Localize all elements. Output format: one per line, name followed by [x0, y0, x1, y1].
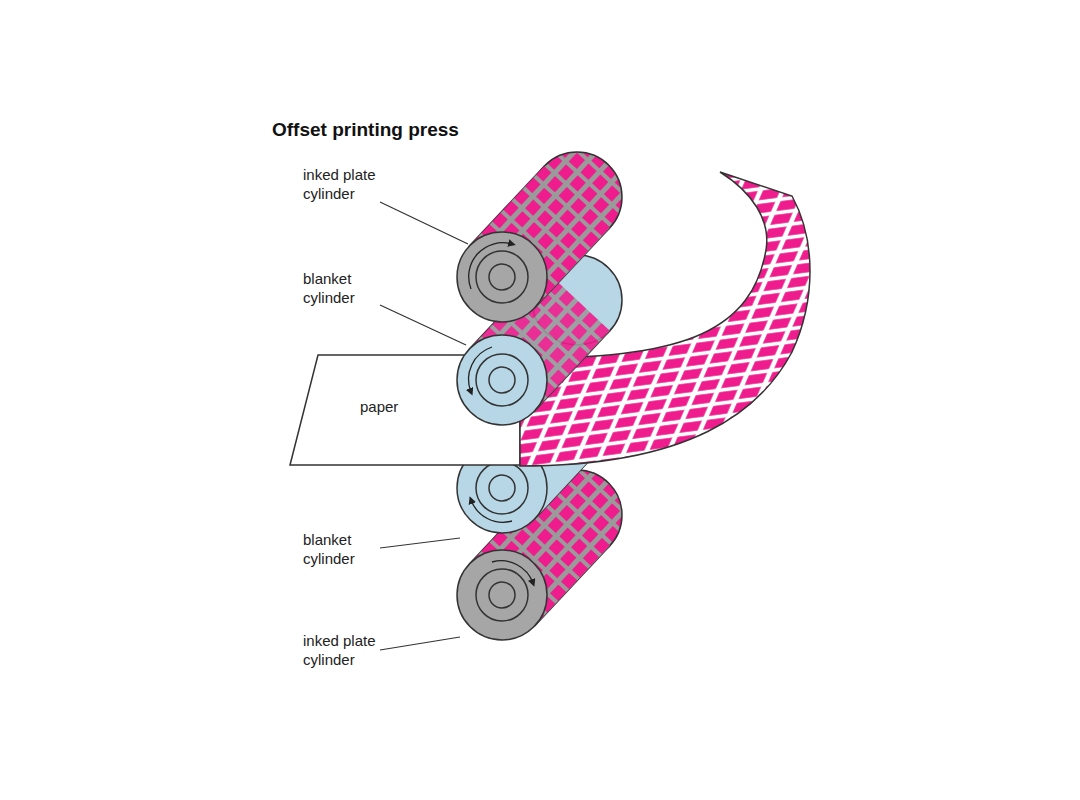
- diagram-title: Offset printing press: [272, 118, 459, 142]
- plate-cylinder: [457, 152, 622, 322]
- part-label: inked plate cylinder: [303, 166, 385, 204]
- part-label: blanket cylinder: [303, 531, 385, 569]
- leader-lines: [380, 202, 468, 650]
- part-label: inked plate cylinder: [303, 632, 385, 670]
- part-label: blanket cylinder: [303, 270, 385, 308]
- part-label: paper: [360, 398, 398, 417]
